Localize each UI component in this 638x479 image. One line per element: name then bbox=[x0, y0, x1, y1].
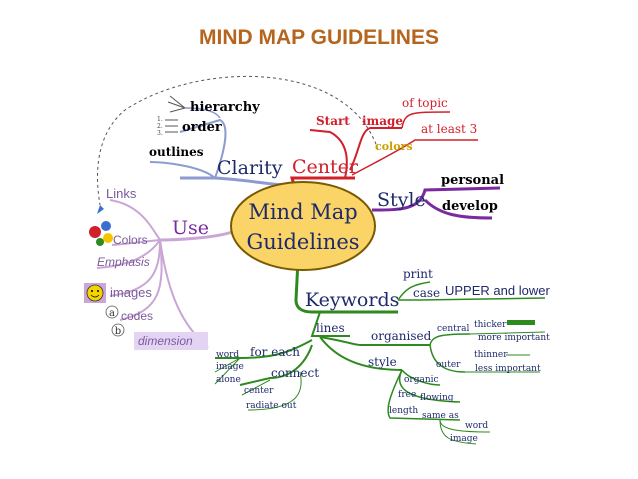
kw-length: length bbox=[389, 406, 418, 416]
keywords-branch bbox=[214, 259, 546, 445]
use-label: Use bbox=[172, 217, 209, 239]
kw-case: case bbox=[413, 286, 440, 300]
clarity-order: order bbox=[182, 120, 222, 135]
kw-flowing: flowing bbox=[420, 393, 454, 403]
style-develop: develop bbox=[442, 199, 498, 214]
page-title: MIND MAP GUIDELINES bbox=[199, 26, 439, 49]
kw-upper-lower: UPPER and lower bbox=[445, 283, 550, 298]
use-dimension: dimension bbox=[138, 334, 193, 348]
style-personal: personal bbox=[441, 173, 504, 188]
number-2: 2. bbox=[157, 123, 163, 130]
kw-center: center bbox=[244, 386, 274, 396]
style-branch bbox=[371, 186, 501, 220]
kw-word-2: word bbox=[465, 421, 488, 431]
central-bubble bbox=[230, 181, 376, 271]
dimension-box bbox=[134, 332, 208, 350]
dashed-link-arc bbox=[97, 75, 379, 206]
number-3: 3. bbox=[157, 130, 163, 137]
kw-outer: outer bbox=[436, 360, 461, 370]
code-mark-b: b bbox=[115, 326, 121, 337]
center-image: image bbox=[362, 114, 403, 128]
use-codes: codes bbox=[121, 309, 153, 323]
thick-line-sample bbox=[507, 320, 535, 325]
kw-thicker: thicker bbox=[474, 320, 507, 330]
kw-free: free bbox=[398, 390, 416, 400]
center-of-topic: of topic bbox=[402, 96, 448, 110]
hierarchy-lines-icon bbox=[165, 95, 186, 133]
use-emphasis: Emphasis bbox=[97, 255, 150, 269]
use-images: images bbox=[110, 285, 152, 300]
kw-same-as: same as bbox=[422, 411, 459, 421]
kw-connect: connect bbox=[271, 366, 319, 380]
kw-word: word bbox=[216, 350, 239, 360]
color-blobs-icon bbox=[89, 221, 113, 246]
kw-print: print bbox=[403, 267, 433, 281]
kw-organic: organic bbox=[404, 375, 439, 385]
kw-more-important: more important bbox=[478, 333, 550, 343]
clarity-hierarchy: hierarchy bbox=[190, 100, 260, 115]
kw-less-important: less important bbox=[475, 364, 541, 374]
center-start: Start bbox=[316, 114, 350, 128]
code-mark-a: a bbox=[109, 308, 115, 319]
smiley-icon bbox=[84, 283, 106, 303]
kw-style: style bbox=[368, 355, 397, 369]
keywords-label: Keywords bbox=[305, 289, 399, 311]
kw-thinner: thinner bbox=[474, 350, 508, 360]
center-at-least-3: at least 3 bbox=[421, 122, 477, 136]
kw-image-2: image bbox=[450, 434, 478, 444]
kw-central: central bbox=[437, 324, 469, 334]
kw-alone: alone bbox=[216, 375, 241, 385]
kw-organised: organised bbox=[371, 329, 432, 343]
arrow-head-icon bbox=[97, 205, 104, 214]
center-title-line2: Guidelines bbox=[246, 230, 359, 254]
use-links: Links bbox=[106, 186, 137, 201]
number-1: 1. bbox=[157, 116, 163, 123]
clarity-outlines: outlines bbox=[149, 145, 204, 159]
center-title-line1: Mind Map bbox=[248, 200, 357, 224]
center-label: Center bbox=[292, 156, 359, 178]
kw-for-each: for each bbox=[250, 345, 300, 359]
kw-image: image bbox=[216, 362, 244, 372]
clarity-label: Clarity bbox=[217, 157, 283, 179]
center-branch bbox=[289, 111, 478, 189]
center-colors: colors bbox=[375, 140, 413, 153]
kw-radiate-out: radiate out bbox=[246, 401, 297, 411]
kw-lines: lines bbox=[316, 321, 345, 335]
codes-markers-icon bbox=[105, 305, 125, 337]
use-colors: Colors bbox=[113, 233, 148, 247]
style-label: Style bbox=[377, 189, 426, 211]
